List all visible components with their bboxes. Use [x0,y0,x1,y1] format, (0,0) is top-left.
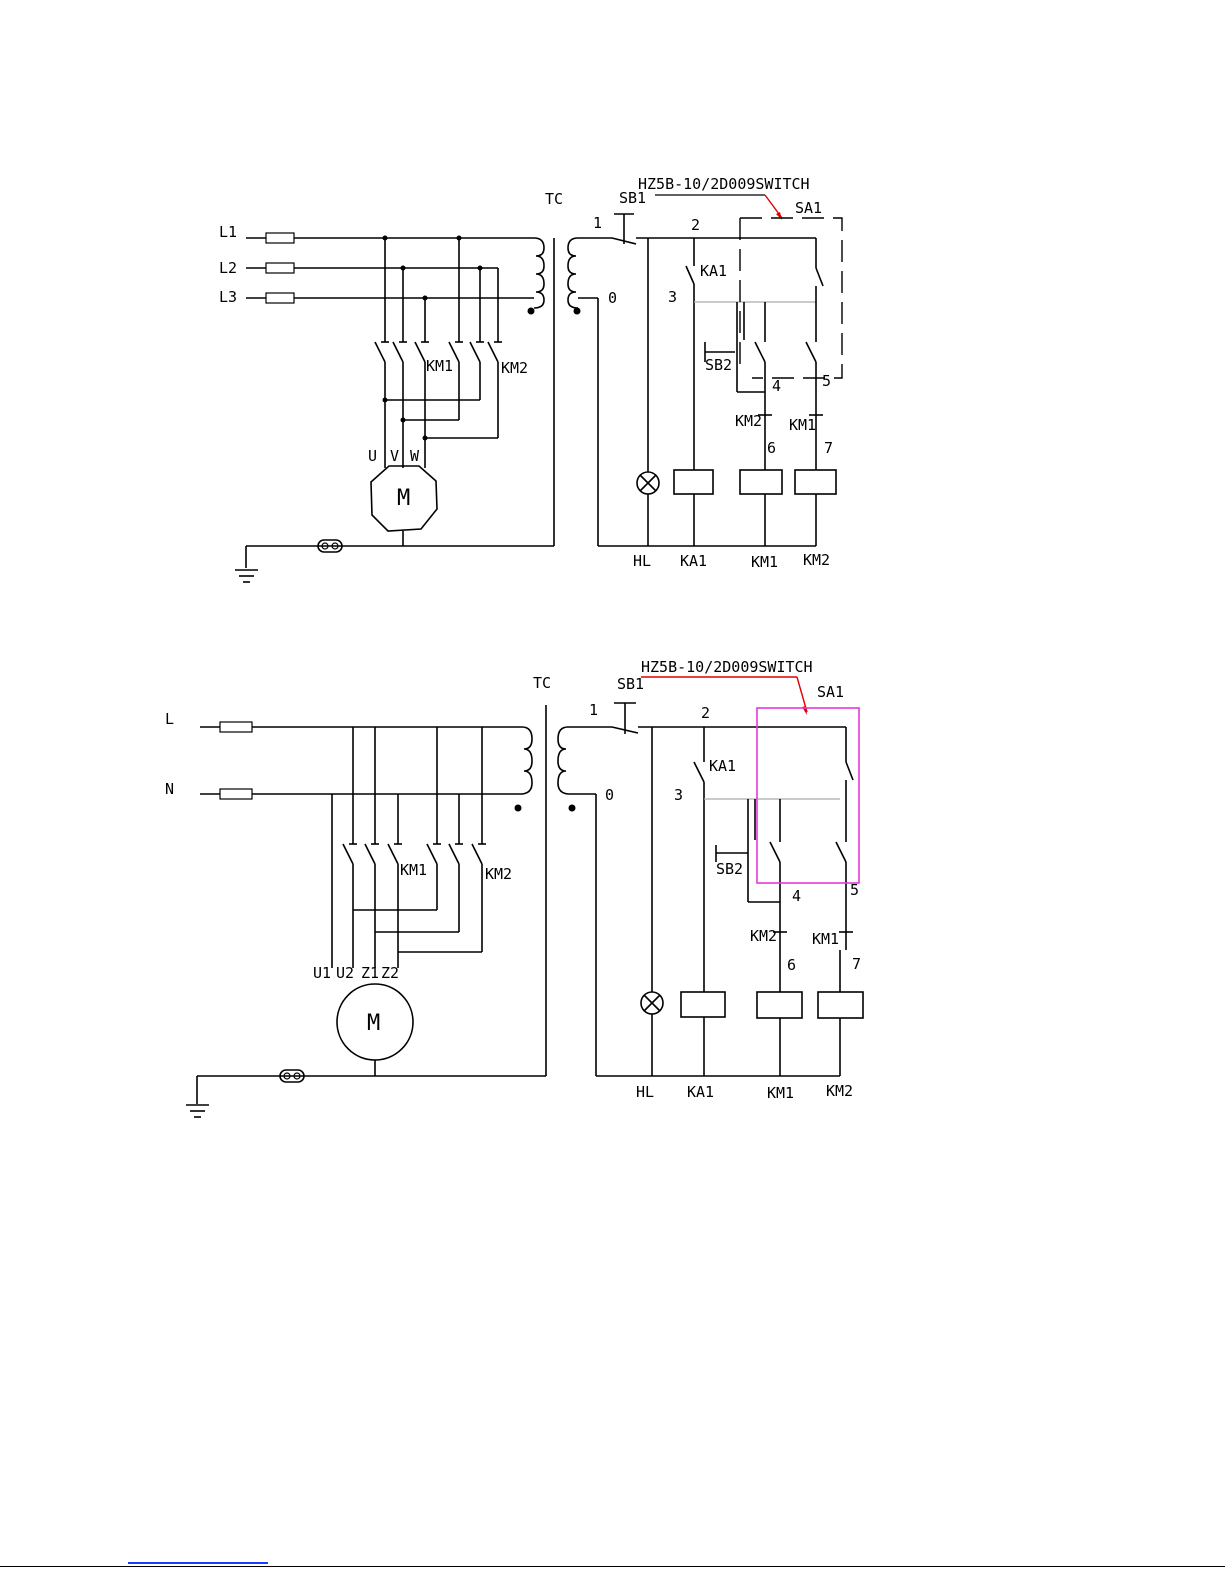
sa1-switch-boundary [740,218,842,378]
sb1-label: SB1 [617,675,644,693]
motor-terminal-v: V [390,447,399,465]
bottom-label-km1: KM1 [751,553,778,571]
fuse-l1 [266,233,294,243]
ka1-contact-label: KA1 [700,262,727,280]
transformer-label: TC [533,674,551,692]
node-label-2: 2 [691,216,700,234]
node-label-4: 4 [792,887,801,905]
node-label-0: 0 [608,289,617,307]
ka1-contact [686,266,694,284]
node-label-5: 5 [850,881,859,899]
ka1-coil [674,470,713,494]
footer-divider [0,1566,1225,1567]
fuse-n [220,789,252,799]
node-label-6: 6 [767,439,776,457]
motor-terminal-w: W [410,447,420,465]
km1-main-contacts [343,844,402,864]
contactor-label-km1: KM1 [426,357,453,375]
node-label-4: 4 [772,377,781,395]
line-label-l: L [165,710,174,728]
node-label-6: 6 [787,956,796,974]
line-label-l2: L2 [219,259,237,277]
fuse-l2 [266,263,294,273]
sb1-stop-button[interactable] [612,214,636,244]
switch-label: HZ5B-10/2D009SWITCH [638,175,810,193]
node-label-2: 2 [701,704,710,722]
motor-terminal-u1: U1 [313,964,331,982]
transformer-primary [522,727,532,794]
motor-terminal-z1: Z1 [361,964,379,982]
motor-label: M [367,1011,380,1036]
contactor-label-km2: KM2 [501,359,528,377]
diagram-single-phase: L N KM1 KM2 U1 U2 Z1 Z2 M TC [165,658,863,1117]
transformer-secondary [568,238,578,308]
footer-link-underline[interactable] [128,1562,268,1564]
sa1-label: SA1 [817,683,844,701]
switch-label: HZ5B-10/2D009SWITCH [641,658,813,676]
node-label-7: 7 [824,439,833,457]
contactor-label-km1: KM1 [400,861,427,879]
transformer-secondary [558,727,568,794]
sa1-label: SA1 [795,199,822,217]
bottom-label-ka1: KA1 [687,1083,714,1101]
interlock-label-km2: KM2 [735,412,762,430]
sb1-stop-button[interactable] [612,703,638,734]
node-label-1: 1 [589,701,598,719]
km2-coil [818,992,863,1018]
km2-coil [795,470,836,494]
transformer-primary [534,238,544,308]
node-label-1: 1 [593,214,602,232]
bottom-label-ka1: KA1 [680,552,707,570]
km1-coil [757,992,802,1018]
motor-terminal-u2: U2 [336,964,354,982]
bottom-label-km2: KM2 [803,551,830,569]
ka1-contact [694,762,704,782]
bottom-label-hl: HL [636,1083,654,1101]
interlock-label-km1: KM1 [812,930,839,948]
contactor-label-km2: KM2 [485,865,512,883]
line-label-l1: L1 [219,223,237,241]
node-label-0: 0 [605,786,614,804]
km1-coil [740,470,782,494]
fuse-l [220,722,252,732]
bottom-label-km2: KM2 [826,1082,853,1100]
motor-terminal-u: U [368,447,377,465]
sb2-label: SB2 [716,860,743,878]
transformer-label: TC [545,190,563,208]
bottom-label-hl: HL [633,552,651,570]
motor-label: M [397,486,410,511]
line-label-l3: L3 [219,288,237,306]
bottom-label-km1: KM1 [767,1084,794,1102]
indicator-lamp [637,472,659,494]
ka1-contact-label: KA1 [709,757,736,775]
km2-main-contacts [427,844,486,864]
motor-terminal-z2: Z2 [381,964,399,982]
line-label-n: N [165,780,174,798]
node-label-7: 7 [852,955,861,973]
km2-main-contacts [449,342,502,362]
fuse-l3 [266,293,294,303]
node-label-3: 3 [674,786,683,804]
sb2-label: SB2 [705,356,732,374]
diagram-three-phase: L1 L2 L3 KM1 KM2 U V W M [219,175,842,582]
node-label-3: 3 [668,288,677,306]
interlock-label-km1: KM1 [789,416,816,434]
ka1-coil [681,992,725,1017]
indicator-lamp [641,992,663,1014]
interlock-label-km2: KM2 [750,927,777,945]
node-label-5: 5 [822,372,831,390]
km1-main-contacts [375,342,429,362]
